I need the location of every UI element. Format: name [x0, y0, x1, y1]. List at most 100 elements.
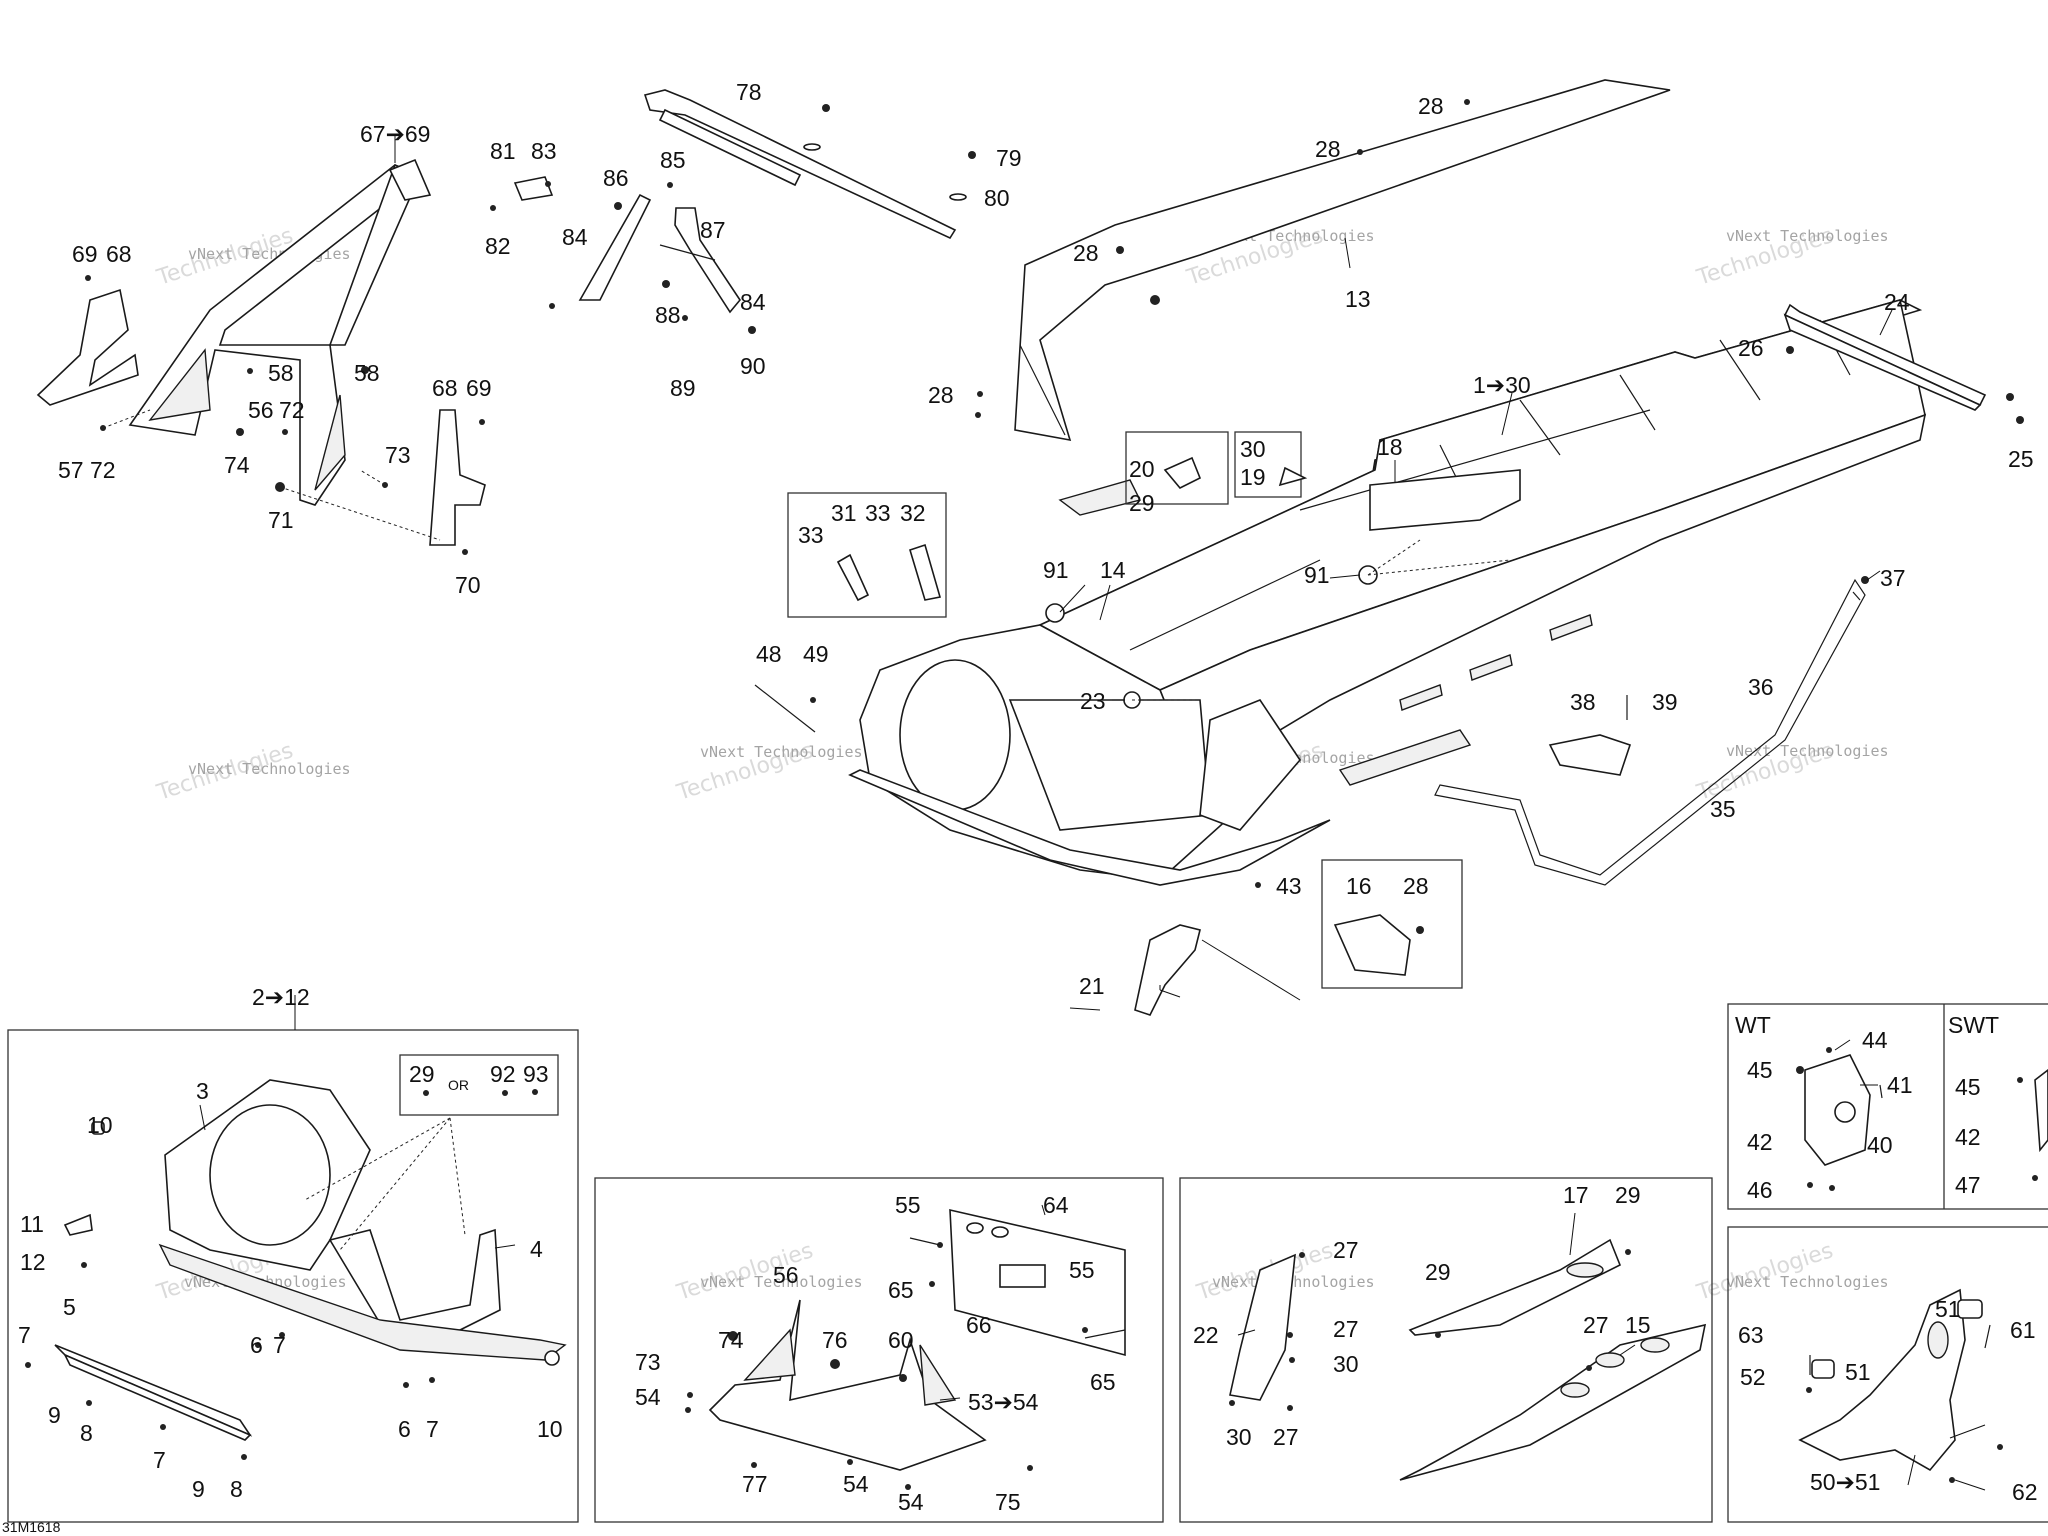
rod-48: [754, 684, 816, 733]
front-frame-assembly: [36, 158, 486, 555]
leader-line: [1619, 1344, 1636, 1356]
nut-icon: [748, 326, 756, 334]
bolt-icon: [899, 1374, 907, 1382]
right-side-plate: [429, 409, 486, 546]
detail-box: [1179, 1177, 1713, 1523]
bolt-icon: [81, 1262, 87, 1268]
belly-pan: [848, 769, 1331, 886]
grommet-91: [1045, 603, 1065, 623]
bolt-icon: [1586, 1365, 1592, 1371]
callout-69: 69: [466, 375, 492, 401]
bolt-icon: [282, 429, 288, 435]
callout-91: 91: [1304, 562, 1330, 588]
assembly-line: [359, 469, 386, 486]
leader-line: [939, 1397, 961, 1401]
watermark-small: vNext Technologies: [1212, 1273, 1375, 1291]
bolt-icon: [549, 303, 555, 309]
callout-27: 27: [1333, 1237, 1359, 1263]
front-triangle-frame: [128, 163, 412, 506]
callout-16: 16: [1346, 873, 1372, 899]
detail-box: [1727, 1226, 2048, 1523]
callout-27: 27: [1583, 1312, 1609, 1338]
callout-6: 6: [398, 1416, 411, 1442]
callout-1-30: 1➔30: [1473, 372, 1531, 398]
callout-9: 9: [48, 1402, 61, 1428]
bolt-icon: [1229, 1400, 1235, 1406]
bolt-icon: [847, 1459, 853, 1465]
callout-17: 17: [1563, 1182, 1589, 1208]
bolt-icon: [1299, 1252, 1305, 1258]
callout-63: 63: [1738, 1322, 1764, 1348]
callout-86: 86: [603, 165, 629, 191]
callout-29: 29: [1425, 1259, 1451, 1285]
callout-51: 51: [1935, 1296, 1961, 1322]
callout-92: 92: [490, 1061, 516, 1087]
callout-7: 7: [426, 1416, 439, 1442]
assembly-line: [102, 409, 151, 429]
callout-51: 51: [1845, 1359, 1871, 1385]
heat-exchanger-15: [1399, 1323, 1707, 1481]
leader-line: [1041, 1204, 1046, 1216]
callout-18: 18: [1377, 434, 1403, 460]
shield-hole: [1566, 1262, 1604, 1278]
callout-73: 73: [385, 442, 411, 468]
callout-47: 47: [1955, 1172, 1981, 1198]
bolt-icon: [1289, 1357, 1295, 1363]
clip-20: [1163, 456, 1202, 489]
callout-25: 25: [2008, 446, 2034, 472]
detail-box-53-54: [594, 1177, 1164, 1523]
support-gusset: [919, 1344, 957, 1406]
side-slot: [1399, 684, 1443, 711]
left-gusset: [148, 348, 211, 421]
callout-38: 38: [1570, 689, 1596, 715]
bolt-icon: [1949, 1477, 1955, 1483]
label-swt: SWT: [1948, 1012, 1999, 1038]
nut-icon: [614, 202, 622, 210]
leader-line: [1879, 309, 1893, 336]
clip-19: [1278, 466, 1308, 487]
bracket-16: [1333, 914, 1411, 976]
callout-10: 10: [537, 1416, 563, 1442]
leader-line: [1159, 989, 1181, 998]
bolt-icon: [429, 1377, 435, 1383]
bracket-21: [1134, 924, 1201, 1016]
fastener-option-box: [399, 1054, 559, 1116]
bolt-icon: [479, 419, 485, 425]
exchanger-hole: [1640, 1337, 1670, 1353]
nut-icon: [667, 182, 673, 188]
exchanger-hole: [1595, 1352, 1625, 1368]
bolt-icon: [2032, 1175, 2038, 1181]
callout-8: 8: [230, 1476, 243, 1502]
part-38: [1548, 734, 1632, 776]
callout-21: 21: [1079, 973, 1105, 999]
leader-line: [1329, 574, 1361, 579]
nut-icon: [822, 104, 830, 112]
callout-15: 15: [1625, 1312, 1651, 1338]
bracket-swt: [2034, 1068, 2048, 1153]
nut-icon: [1150, 295, 1160, 305]
callout-9: 9: [192, 1476, 205, 1502]
callout-54: 54: [898, 1489, 924, 1515]
steering-link-assembly: [490, 176, 756, 334]
right-gusset: [314, 394, 346, 491]
callout-56: 56: [248, 397, 274, 423]
bolt-icon: [25, 1362, 31, 1368]
callout-or: OR: [448, 1077, 469, 1093]
callout-27: 27: [1333, 1316, 1359, 1342]
clip-11: [63, 1213, 93, 1236]
callout-67-69: 67➔69: [360, 121, 430, 147]
detail-box-19: [1234, 431, 1302, 498]
assembly-line: [279, 486, 441, 541]
callout-40: 40: [1867, 1132, 1893, 1158]
callout-84: 84: [740, 289, 766, 315]
bolt-icon: [905, 1484, 911, 1490]
bracket-50: [1798, 1288, 1966, 1472]
callout-14: 14: [1100, 557, 1126, 583]
leader-line: [1834, 1039, 1851, 1051]
callout-89: 89: [670, 375, 696, 401]
bolt-icon: [1625, 1249, 1631, 1255]
bolt-icon: [255, 1342, 261, 1348]
nut-icon: [1416, 926, 1424, 934]
support-gusset: [743, 1328, 796, 1381]
